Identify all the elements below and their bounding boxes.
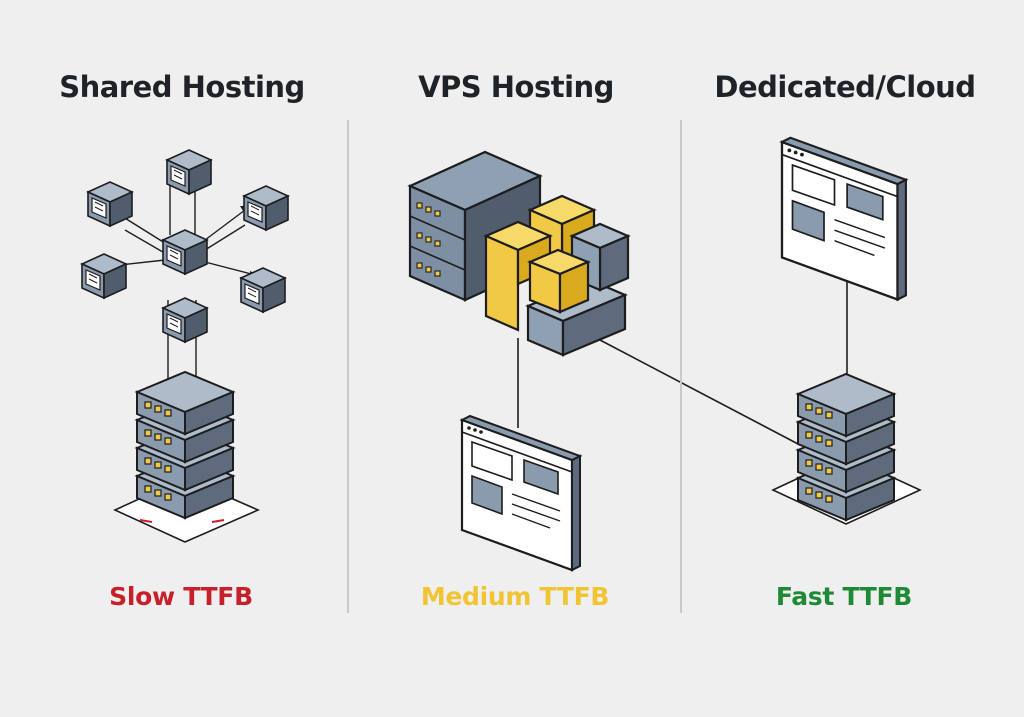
website-node-icon <box>81 149 289 343</box>
vps-hosting-illustration <box>407 150 801 572</box>
virtual-partition-cube-icon <box>483 194 631 357</box>
fast-ttfb-label: Fast TTFB <box>775 582 913 611</box>
shared-connection-lines <box>119 170 256 388</box>
shared-server-stack-icon <box>136 371 234 519</box>
dedicated-cloud-title: Dedicated/Cloud <box>714 70 976 104</box>
vps-hosting-title: VPS Hosting <box>418 70 614 104</box>
column-divider <box>680 120 682 613</box>
shared-hosting-title: Shared Hosting <box>59 70 305 104</box>
browser-window-icon <box>460 414 582 572</box>
slow-ttfb-label: Slow TTFB <box>109 582 253 611</box>
column-divider <box>347 120 349 613</box>
dedicated-server-stack-icon <box>797 373 895 521</box>
browser-window-icon <box>780 136 908 301</box>
medium-ttfb-label: Medium TTFB <box>420 582 610 611</box>
shared-hosting-illustration <box>81 149 289 543</box>
dedicated-cloud-illustration <box>771 136 922 525</box>
vps-to-dedicated-line <box>599 339 801 446</box>
